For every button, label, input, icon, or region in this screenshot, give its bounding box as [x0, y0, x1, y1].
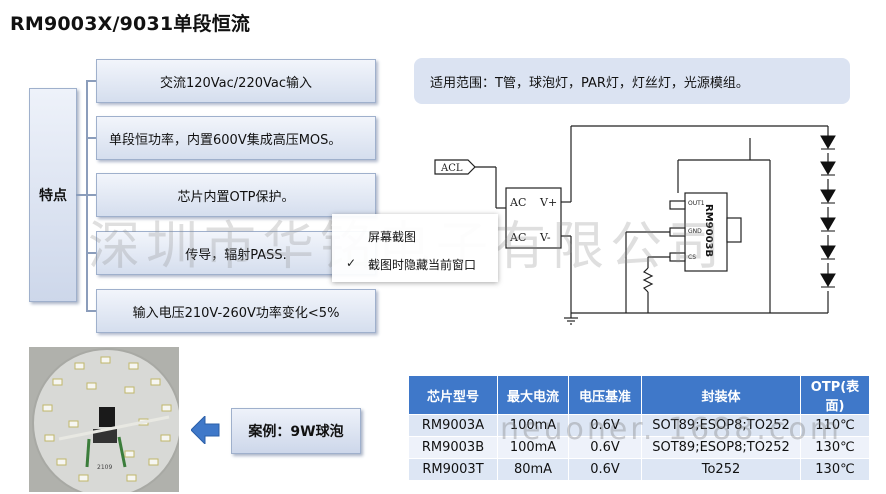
table-header: 封装体	[641, 375, 801, 415]
pin-label: GND	[688, 228, 702, 235]
application-text: 适用范围：T管，球泡灯，PAR灯，灯丝灯，光源模组。	[430, 75, 749, 91]
photo-text: 2109	[97, 464, 112, 471]
table-cell: 110℃	[800, 414, 870, 437]
table-cell: 100mA	[497, 414, 569, 437]
check-icon: ✓	[346, 256, 357, 270]
connector-line	[86, 310, 96, 312]
pin-label: OUT1	[688, 200, 705, 207]
acl-label: ACL	[440, 163, 463, 174]
table-cell: RM9003T	[408, 458, 498, 481]
menu-item-hide-window[interactable]: 截图时隐藏当前窗口	[368, 258, 477, 272]
connector-line	[86, 194, 96, 196]
table-cell: 100mA	[497, 436, 569, 459]
table-header-row: 芯片型号 最大电流 电压基准 封装体 OTP(表面)	[408, 375, 870, 415]
table-cell: RM9003A	[408, 414, 498, 437]
feature-item: 交流120Vac/220Vac输入	[96, 59, 376, 103]
table-header: OTP(表面)	[800, 375, 870, 415]
chip-label: RM9003B	[703, 204, 714, 257]
pin-label: CS	[688, 254, 696, 261]
table-cell: 130℃	[800, 458, 870, 481]
product-photo: 2109	[29, 347, 179, 492]
menu-item-screenshot[interactable]: 屏幕截图	[368, 230, 417, 244]
connector-line	[86, 80, 96, 82]
feature-item: 传导，辐射PASS.	[96, 231, 376, 275]
spec-table: 芯片型号 最大电流 电压基准 封装体 OTP(表面) RM9003A 100mA…	[408, 375, 870, 481]
table-cell: To252	[641, 458, 801, 481]
connector-line	[86, 80, 88, 312]
application-range: 适用范围：T管，球泡灯，PAR灯，灯丝灯，光源模组。	[414, 58, 850, 104]
table-header: 芯片型号	[408, 375, 498, 415]
vplus-label: V+	[539, 196, 557, 209]
table-row: RM9003T 80mA 0.6V To252 130℃	[408, 458, 870, 481]
vminus-label: V-	[539, 231, 551, 244]
table-cell: 0.6V	[568, 458, 642, 481]
arrow-left-icon	[191, 416, 220, 444]
bulb-board-image: 2109	[29, 347, 179, 492]
table-cell: 130℃	[800, 436, 870, 459]
page-title: RM9003X/9031单段恒流	[10, 13, 251, 35]
table-row: RM9003A 100mA 0.6V SOT89;ESOP8;TO252 110…	[408, 414, 870, 437]
ac-label: AC	[509, 231, 526, 244]
feature-item: 单段恒功率，内置600V集成高压MOS。	[96, 116, 376, 160]
features-label: 特点	[29, 88, 77, 302]
ac-label: AC	[509, 196, 526, 209]
table-cell: SOT89;ESOP8;TO252	[641, 414, 801, 437]
circuit-schematic: ACL AC AC V+ V- OUT1 GND CS RM9003B	[434, 125, 836, 325]
connector-line	[86, 252, 96, 254]
connector-line	[76, 194, 86, 196]
feature-item: 输入电压210V-260V功率变化<5%	[96, 289, 376, 333]
case-label: 案例：9W球泡	[231, 408, 361, 454]
watermark-url: neuoner. 1688.com	[500, 412, 842, 447]
table-row: RM9003B 100mA 0.6V SOT89;ESOP8;TO252 130…	[408, 436, 870, 459]
table-cell: 80mA	[497, 458, 569, 481]
table-cell: SOT89;ESOP8;TO252	[641, 436, 801, 459]
connector-line	[86, 137, 96, 139]
context-menu: 屏幕截图 ✓ 截图时隐藏当前窗口	[332, 214, 498, 282]
feature-item: 芯片内置OTP保护。	[96, 173, 376, 217]
table-header: 电压基准	[568, 375, 642, 415]
table-header: 最大电流	[497, 375, 569, 415]
table-cell: RM9003B	[408, 436, 498, 459]
